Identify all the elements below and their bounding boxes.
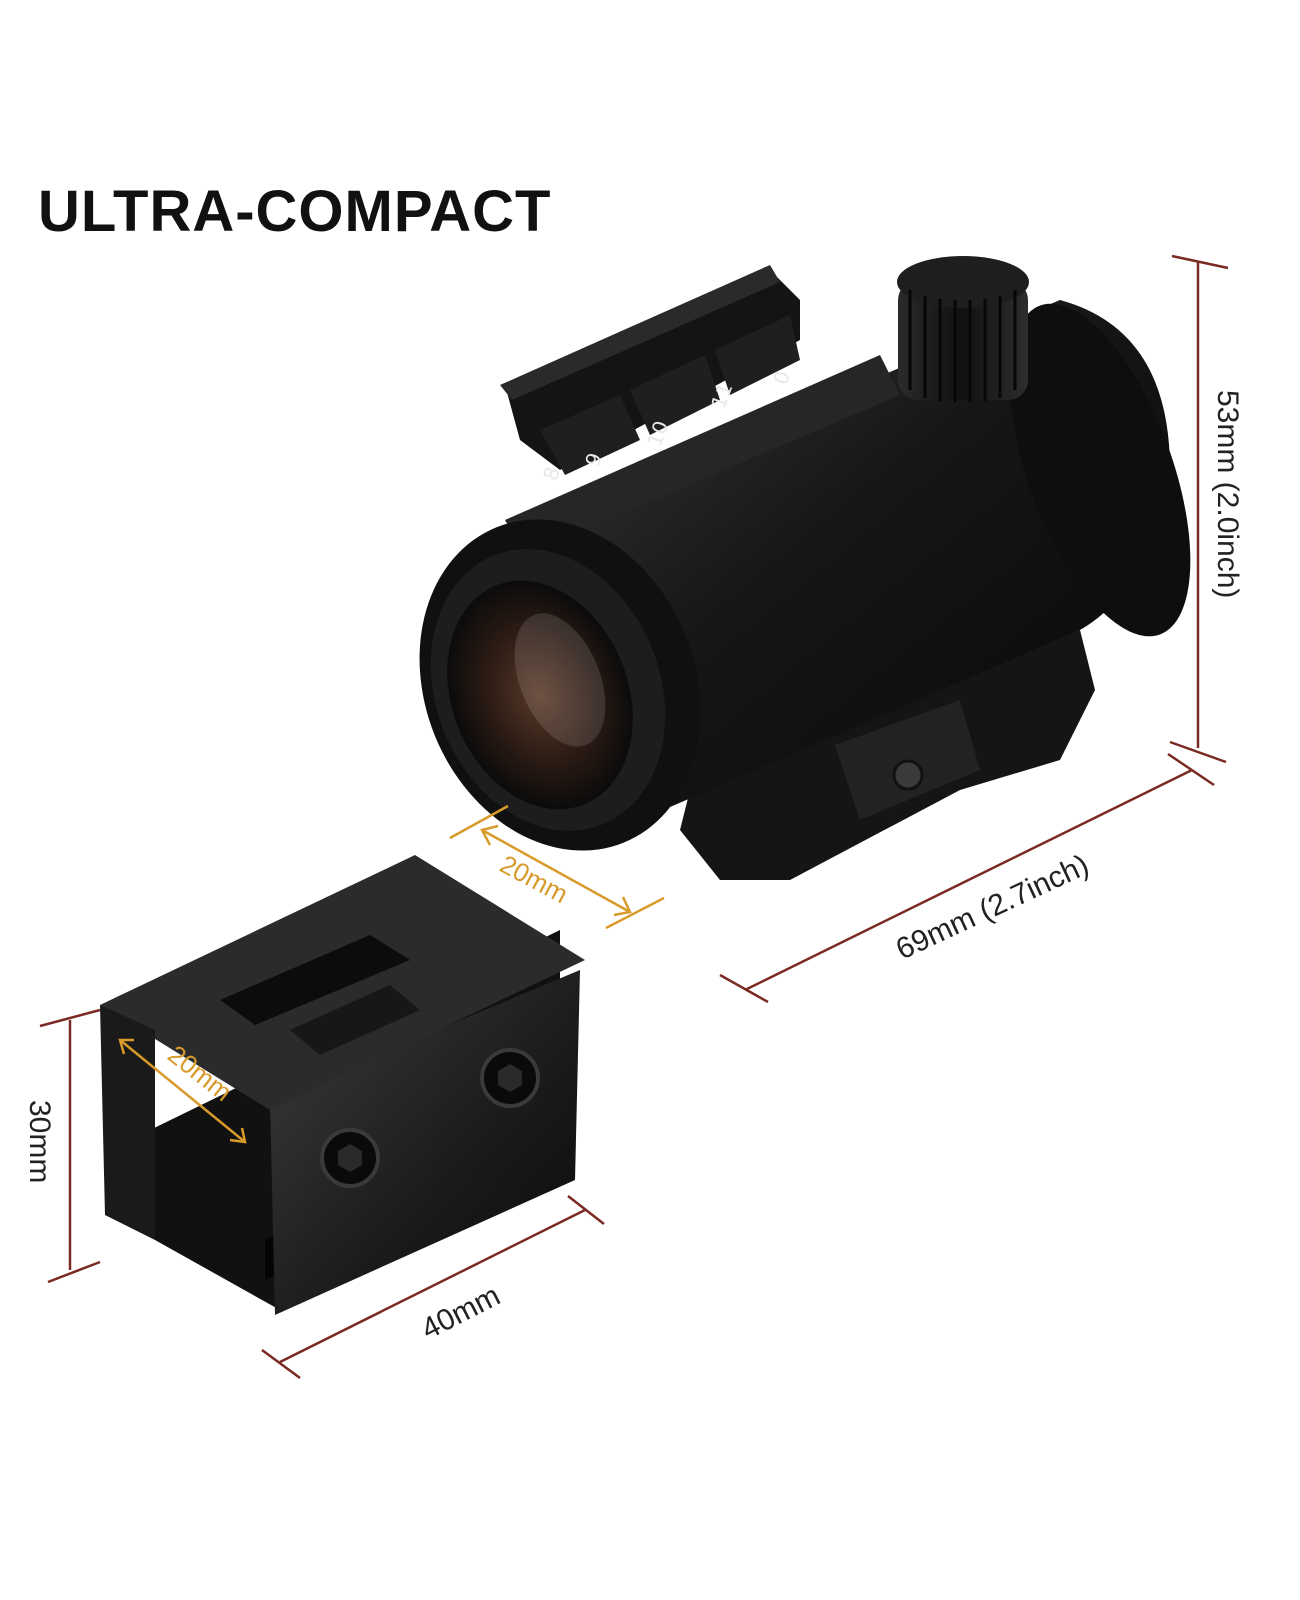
dial-mark-0: 0 bbox=[768, 368, 795, 388]
hex-screw-front bbox=[320, 1128, 380, 1188]
dimension-sight-height bbox=[1169, 254, 1229, 764]
dimension-rail-width bbox=[449, 804, 665, 930]
headline: ULTRA-COMPACT bbox=[38, 179, 552, 244]
dimension-sight-length bbox=[719, 752, 1215, 1004]
label-sight-length: 69mm (2.7inch) bbox=[891, 848, 1094, 966]
dimension-mount-length bbox=[261, 1195, 605, 1380]
dimension-mount-height bbox=[39, 1008, 101, 1284]
label-sight-height: 53mm (2.0inch) bbox=[1211, 390, 1244, 598]
mount-left-leg bbox=[100, 1005, 155, 1240]
hex-screw-back bbox=[480, 1048, 540, 1108]
riser-mount bbox=[100, 855, 585, 1315]
brightness-dial: 8 9 10 11 0 bbox=[500, 265, 800, 484]
sight-rear-cap bbox=[1009, 303, 1191, 637]
sight-top-ridge bbox=[505, 355, 900, 555]
label-mount-height: 30mm bbox=[23, 1100, 56, 1183]
red-dot-sight: 8 9 10 11 0 bbox=[419, 256, 1191, 880]
mount-top-window bbox=[290, 985, 420, 1055]
lens-glare bbox=[514, 613, 606, 747]
clamp-screw bbox=[892, 759, 924, 791]
label-mount-length: 40mm bbox=[416, 1279, 505, 1346]
mount-rail-slot bbox=[220, 935, 410, 1025]
adjustment-knob bbox=[897, 256, 1029, 402]
dimension-mount-rail-width bbox=[118, 1038, 247, 1144]
objective-lens bbox=[447, 580, 633, 810]
